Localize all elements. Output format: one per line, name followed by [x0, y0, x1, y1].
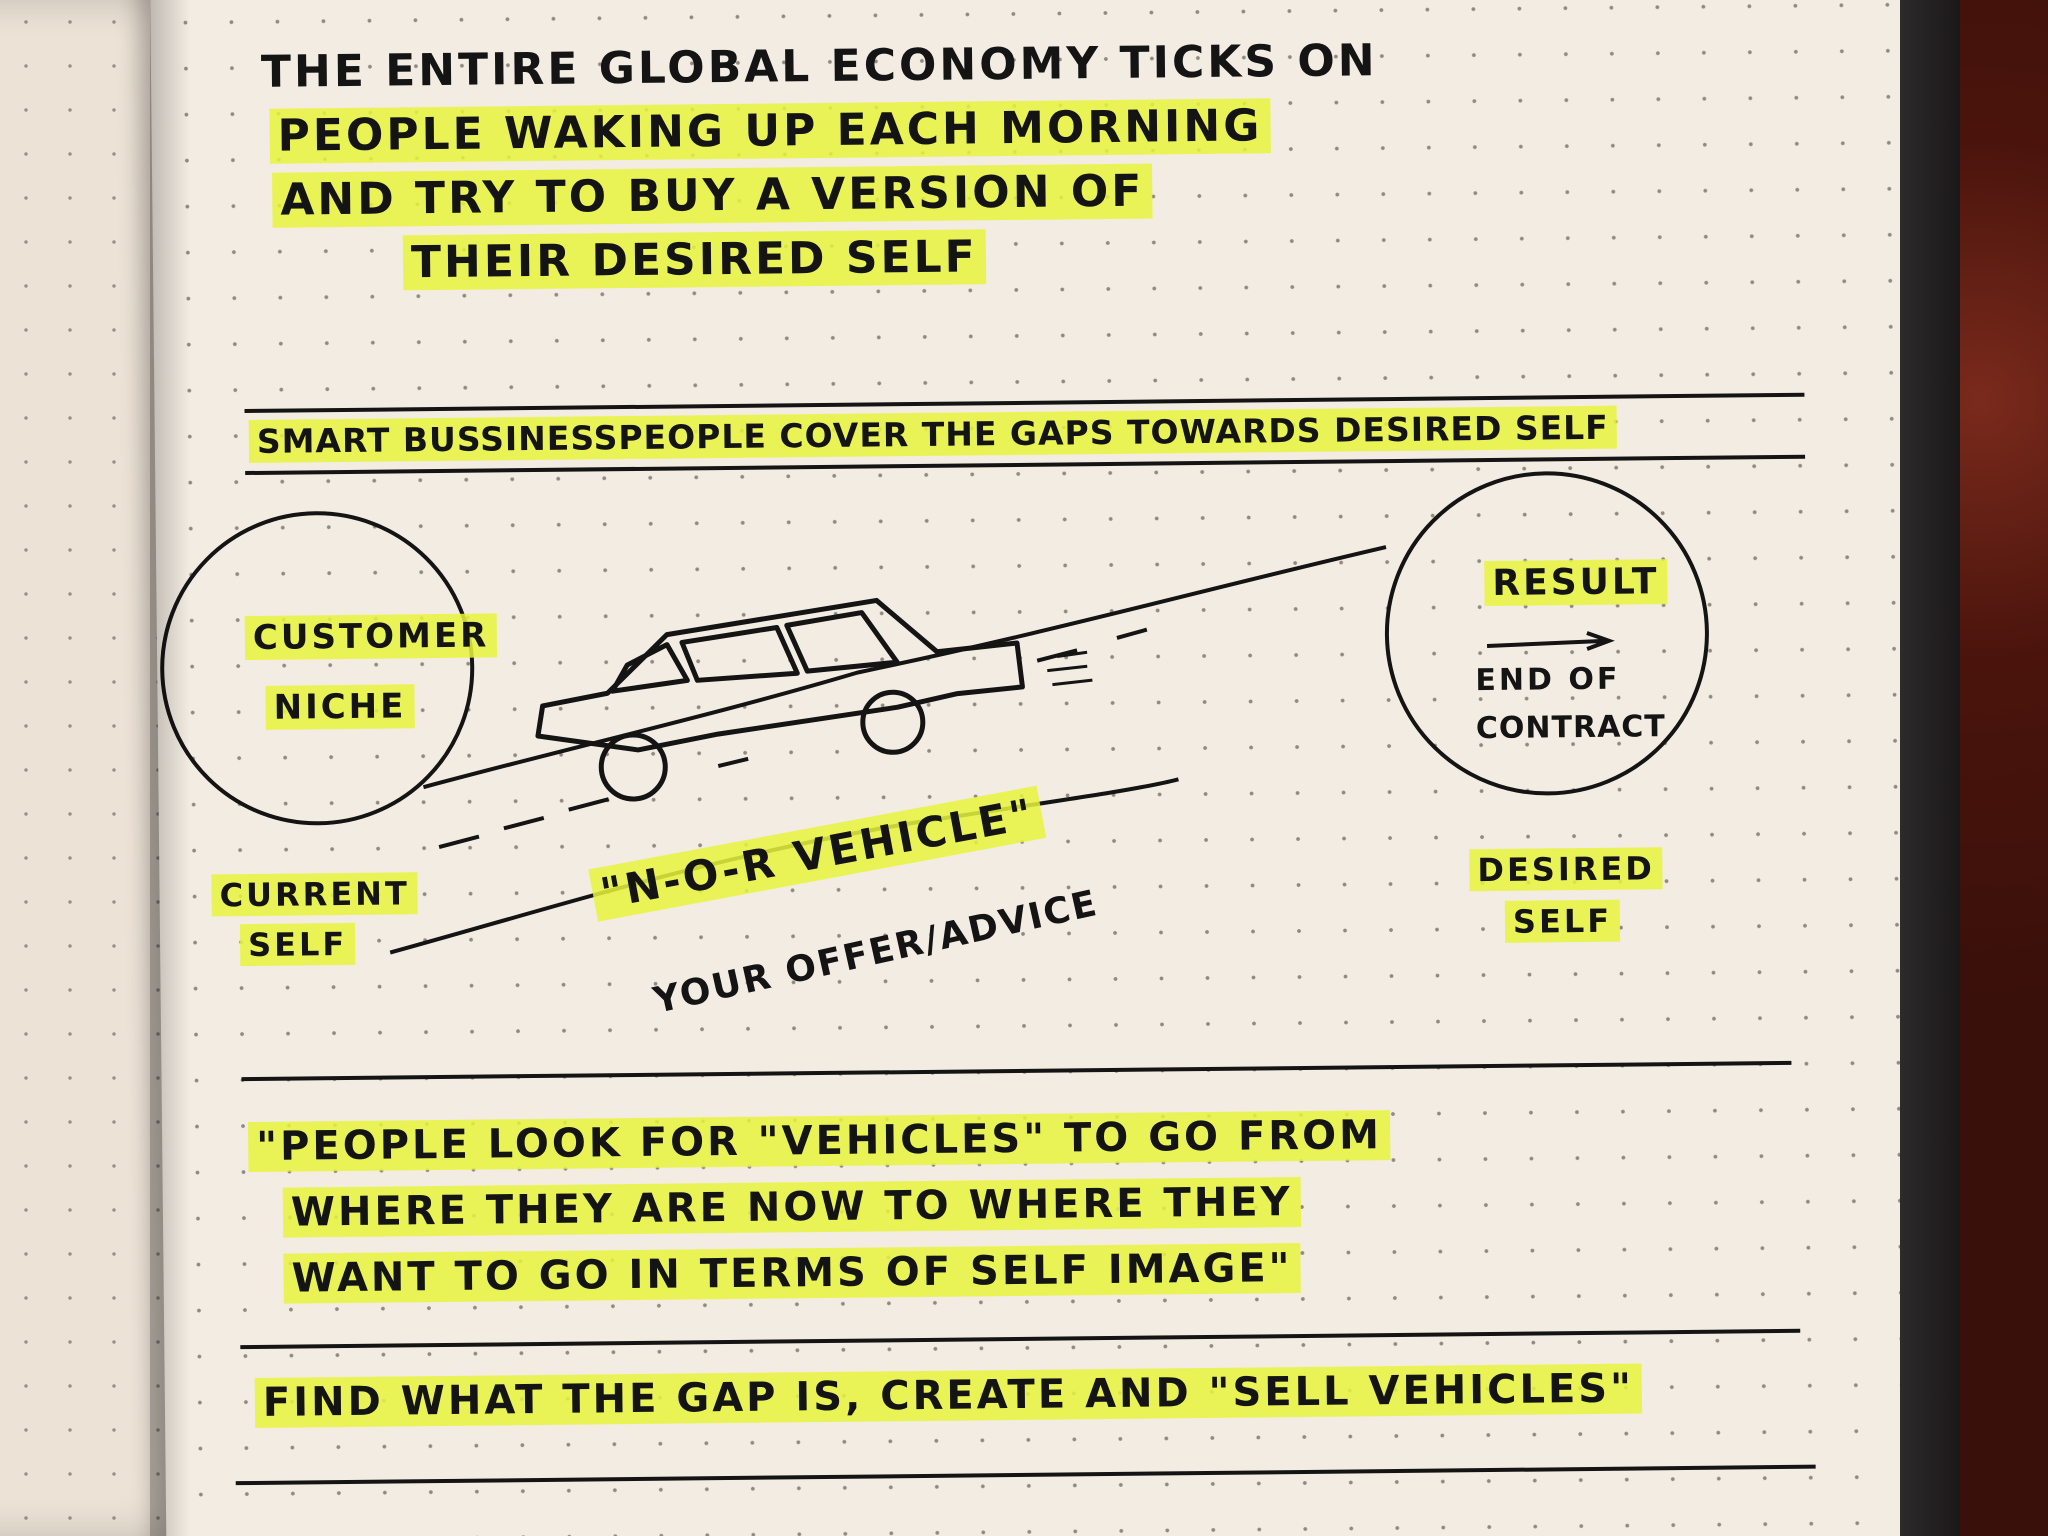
- quote-line-2-text: WHERE THEY ARE NOW TO WHERE THEY: [282, 1177, 1301, 1238]
- end-of-label: END OF: [1475, 661, 1621, 699]
- niche-label-text: NICHE: [265, 684, 415, 730]
- car-icon: [535, 597, 1025, 802]
- notebook-cover-edge: [1900, 0, 1960, 1536]
- result-label-text: RESULT: [1484, 559, 1668, 607]
- current-self-caption-2: SELF: [239, 922, 356, 967]
- desired-caption-text: DESIRED: [1469, 847, 1664, 892]
- result-label: RESULT: [1484, 559, 1668, 607]
- current-caption-text: CURRENT: [211, 872, 419, 917]
- desired-self-circle: [1384, 471, 1709, 796]
- current-self-caption-1: CURRENT: [211, 872, 419, 917]
- quote-line-2: WHERE THEY ARE NOW TO WHERE THEY: [282, 1177, 1301, 1238]
- niche-label: NICHE: [265, 684, 415, 730]
- desired-self-caption-text: SELF: [1504, 899, 1621, 943]
- self-caption-text: SELF: [239, 922, 356, 967]
- road-top-edge: [422, 545, 1387, 790]
- quote-line-3-text: WANT TO GO IN TERMS OF SELF IMAGE": [283, 1243, 1301, 1304]
- result-arrow-icon: [1486, 631, 1615, 651]
- quote-line-1: "PEOPLE LOOK FOR "VEHICLES" TO GO FROM: [247, 1110, 1391, 1173]
- end-of-label-text: END OF: [1475, 661, 1621, 699]
- notebook-page: THE ENTIRE GLOBAL ECONOMY TICKS ON PEOPL…: [150, 0, 1947, 1536]
- desired-self-caption-2: SELF: [1504, 899, 1621, 943]
- customer-label-text: CUSTOMER: [244, 613, 498, 661]
- quote-line-3: WANT TO GO IN TERMS OF SELF IMAGE": [283, 1243, 1301, 1304]
- customer-label: CUSTOMER: [244, 613, 498, 661]
- contract-label-text: CONTRACT: [1475, 709, 1666, 747]
- contract-label: CONTRACT: [1475, 709, 1666, 747]
- spine-shadow: [150, 0, 190, 1536]
- conclusion-line: FIND WHAT THE GAP IS, CREATE AND "SELL V…: [254, 1363, 1643, 1428]
- gap-diagram: [160, 471, 1709, 955]
- desired-self-caption-1: DESIRED: [1469, 847, 1664, 892]
- speed-lines-icon: [1047, 650, 1093, 687]
- current-self-circle: [160, 511, 475, 826]
